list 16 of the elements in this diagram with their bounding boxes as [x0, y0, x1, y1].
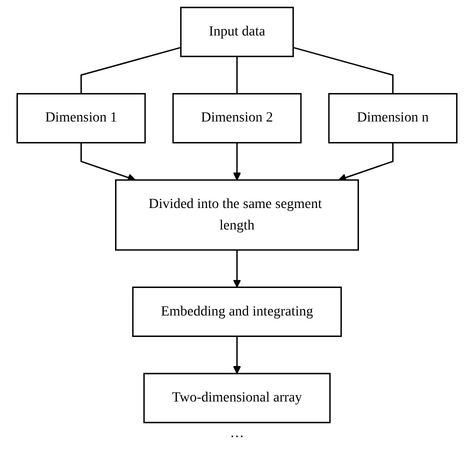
connector	[80, 46, 182, 94]
node-box: Two-dimensional array	[143, 372, 331, 424]
connector	[292, 46, 394, 94]
node-box: Input data	[180, 6, 294, 58]
node-box: Embedding and integrating	[132, 286, 342, 337]
connector	[236, 56, 238, 94]
arrow	[232, 336, 242, 374]
arrow	[232, 250, 242, 288]
arrow	[80, 142, 136, 182]
ellipsis-label: ···	[230, 430, 244, 445]
node-box: Divided into the same segment length	[115, 179, 359, 251]
arrow	[338, 142, 394, 182]
arrow	[232, 142, 242, 180]
node-box: Dimension 2	[172, 93, 302, 144]
node-box: Dimension 1	[16, 93, 146, 144]
node-box: Dimension n	[328, 93, 458, 144]
